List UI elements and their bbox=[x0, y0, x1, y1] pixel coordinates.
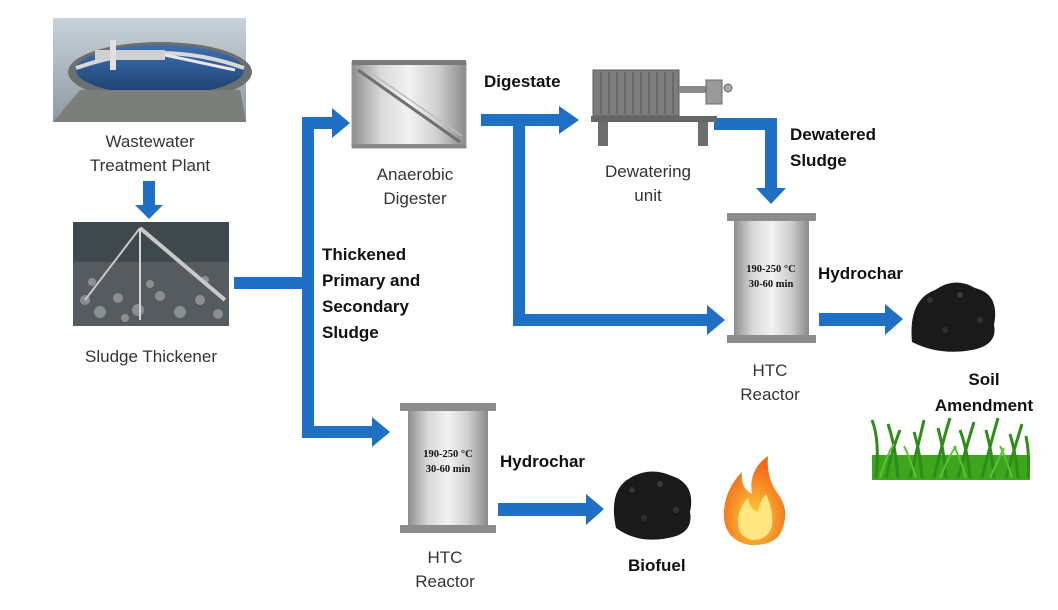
hydrochar-bottom-flow-label: Hydrochar bbox=[500, 452, 586, 471]
hydrochar-top-flow-label: Hydrochar bbox=[818, 264, 904, 283]
biofuel-label: Biofuel bbox=[628, 556, 686, 575]
hydrochar-pile-biofuel-icon bbox=[613, 471, 692, 540]
flame-icon bbox=[723, 456, 786, 546]
htc-reactor-bottom-image: 190-250 °C 30-60 min bbox=[400, 403, 496, 533]
anaerobic-digester-image bbox=[351, 60, 467, 149]
thickened-sludge-flow-label: Thickened Primary and Secondary Sludge bbox=[322, 245, 421, 342]
digester-label: Anaerobic Digester bbox=[376, 165, 454, 208]
soil-amendment-label: Soil Amendment bbox=[934, 370, 1034, 415]
arrow-htc-to-soil bbox=[819, 304, 903, 335]
htc-top-temp: 190-250 °C bbox=[746, 264, 795, 275]
dewatering-label: Dewatering unit bbox=[605, 162, 691, 205]
wastewater-plant-image bbox=[53, 18, 252, 122]
htc-top-time: 30-60 min bbox=[749, 279, 794, 290]
sludge-thickener-image bbox=[73, 222, 229, 326]
htc-bottom-label: HTC Reactor bbox=[415, 548, 475, 591]
htc-bottom-time: 30-60 min bbox=[426, 464, 471, 475]
wwtp-label: Wastewater Treatment Plant bbox=[89, 132, 211, 175]
dewatering-unit-image bbox=[591, 69, 733, 146]
htc-top-label: HTC Reactor bbox=[740, 361, 800, 404]
htc-reactor-top-image: 190-250 °C 30-60 min bbox=[727, 213, 816, 343]
grass-icon bbox=[870, 417, 1031, 480]
digestate-flow-label: Digestate bbox=[484, 72, 561, 91]
arrow-htc-to-biofuel bbox=[498, 494, 604, 525]
arrow-thickener-split bbox=[234, 108, 390, 447]
arrow-wwtp-to-thickener bbox=[135, 181, 163, 219]
hydrochar-pile-soil-icon bbox=[911, 282, 996, 352]
htc-bottom-temp: 190-250 °C bbox=[423, 449, 472, 460]
arrow-dewatering-to-htc bbox=[714, 118, 786, 204]
thickener-label: Sludge Thickener bbox=[85, 347, 217, 366]
dewatered-sludge-flow-label: Dewatered Sludge bbox=[790, 125, 876, 170]
arrow-digester-outlet bbox=[481, 106, 725, 335]
